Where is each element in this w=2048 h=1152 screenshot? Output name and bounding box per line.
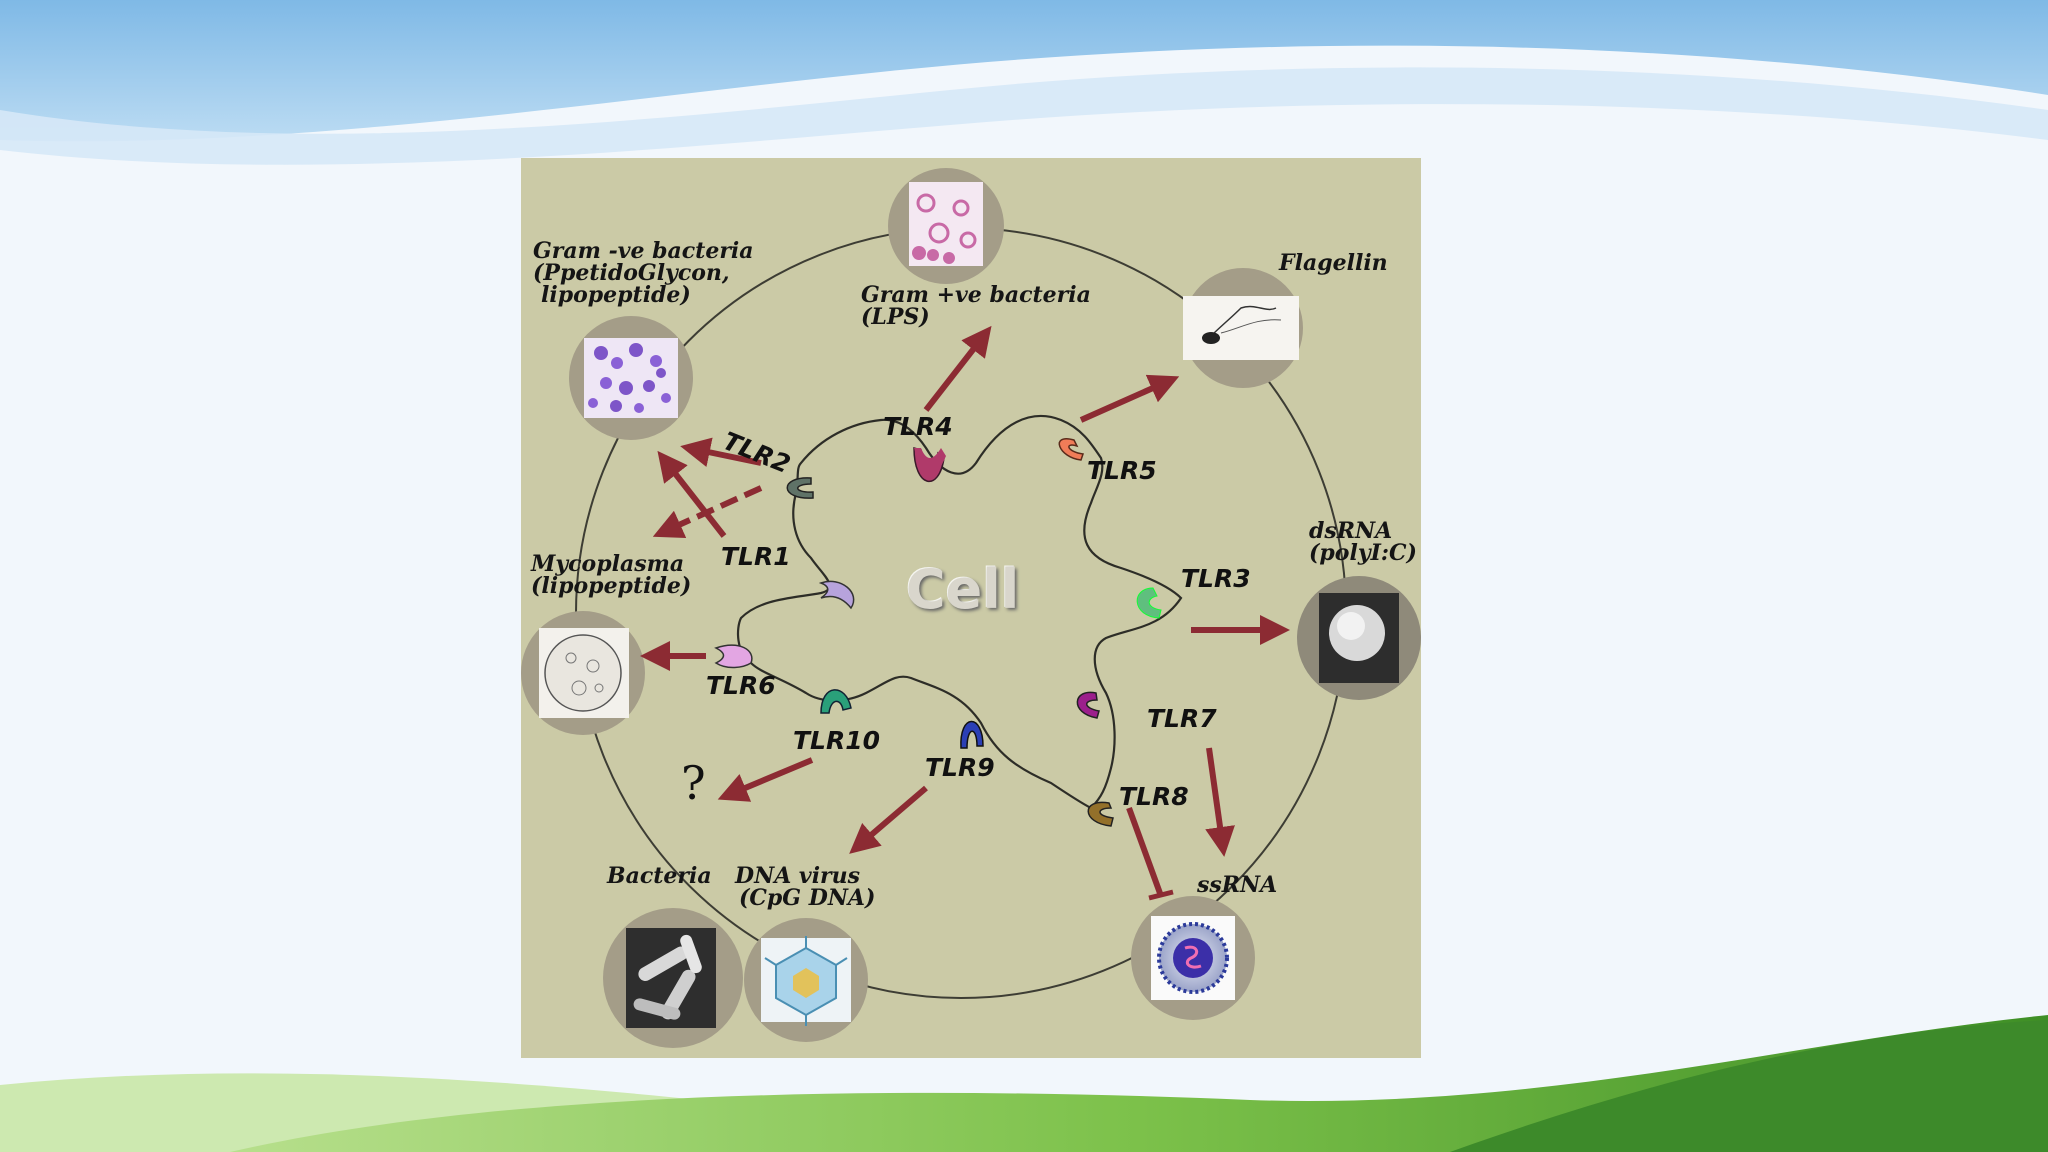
tlr9-receptor-icon — [960, 720, 984, 749]
dsrna-label: dsRNA (polyI:C) — [1309, 518, 1417, 566]
ligand-arrows — [640, 325, 1290, 901]
tlr6-receptor-icon — [714, 644, 753, 669]
tlr8-receptor-icon — [1087, 801, 1114, 827]
ssrna-label: ssRNA — [1197, 872, 1278, 898]
tlr9-label: TLR9 — [925, 753, 995, 782]
tlr1-label: TLR1 — [721, 542, 791, 571]
tlr7-receptor-icon — [1076, 691, 1100, 719]
gram-neg-label: Gram -ve bacteria (PpetidoGlycon, lipope… — [533, 238, 754, 308]
tlr7-label: TLR7 — [1147, 704, 1217, 733]
mycoplasma-label: Mycoplasma (lipopeptide) — [531, 551, 692, 599]
tlr2-receptor-icon — [786, 477, 814, 499]
sky-wave — [0, 0, 2048, 142]
dna-virus-image — [744, 918, 868, 1042]
diagram-graphics — [521, 168, 1421, 1048]
grass-hill-dark — [1450, 1020, 2048, 1152]
receptor-shapes — [714, 438, 1162, 827]
flagellin-image — [1183, 268, 1303, 388]
tlr4-receptor-fill — [914, 448, 946, 476]
sky-wave-light — [0, 67, 2048, 165]
tlr3-label: TLR3 — [1181, 564, 1251, 593]
gram-neg-image — [569, 316, 693, 440]
tlr3-receptor-icon — [1136, 587, 1162, 619]
tlr4-label: TLR4 — [883, 412, 953, 441]
dsrna-image — [1297, 576, 1421, 700]
tlr10-receptor-icon — [820, 689, 852, 714]
dna-virus-label: DNA virus (CpG DNA) — [735, 863, 876, 911]
gram-pos-image — [888, 168, 1004, 284]
ssrna-virus-image — [1131, 896, 1255, 1020]
flagellin-label: Flagellin — [1279, 250, 1388, 276]
tlr8-label: TLR8 — [1119, 782, 1189, 811]
bacteria-image — [603, 908, 743, 1048]
unknown-ligand-mark: ? — [681, 756, 706, 810]
cell-label: Cell — [906, 558, 1020, 621]
tlr10-label: TLR10 — [793, 726, 881, 755]
tlr-diagram-panel: Cell ? TLR4 TLR5 TLR2 TLR1 TLR3 TLR6 TLR… — [521, 158, 1421, 1058]
cell-membrane-path — [736, 415, 1183, 810]
gram-pos-label: Gram +ve bacteria (LPS) — [861, 282, 1091, 330]
tlr1-receptor-icon — [818, 580, 855, 610]
tlr5-receptor-icon — [1058, 438, 1085, 461]
tlr6-label: TLR6 — [706, 671, 776, 700]
bacteria-label: Bacteria — [607, 863, 712, 889]
tlr5-label: TLR5 — [1087, 456, 1157, 485]
mycoplasma-image — [521, 611, 645, 735]
